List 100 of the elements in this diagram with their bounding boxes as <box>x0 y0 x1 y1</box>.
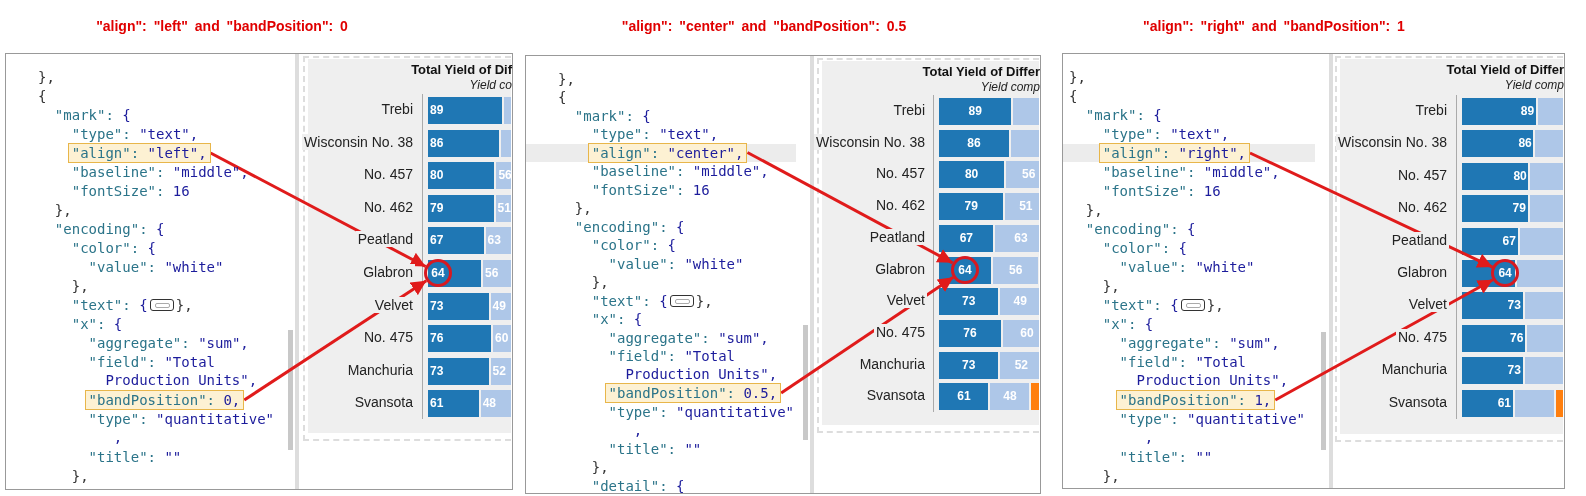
value-label: 48 <box>482 396 496 411</box>
highlight-box: "bandPosition": 1, <box>1115 390 1276 410</box>
code-line: "text": { <box>591 291 668 310</box>
highlight-box: "bandPosition": 0.5, <box>604 383 782 403</box>
value-label: 89 <box>1520 104 1535 118</box>
code-line: "type": "text", <box>71 125 199 143</box>
value-label: 80 <box>1513 168 1527 183</box>
value-label: 79 <box>430 200 444 215</box>
code-line: "baseline": "middle", <box>71 163 249 181</box>
value-label: 51 <box>1019 199 1033 214</box>
code-line: { <box>38 87 47 105</box>
code-line: "fontSize": 16 <box>71 182 190 200</box>
code-line: "field": "Total Production Units", <box>1119 353 1290 389</box>
highlight-box: "bandPosition": 0, <box>84 390 245 410</box>
code-line: "aggregate": "sum", <box>1119 334 1280 352</box>
value-label: 67 <box>1502 233 1516 248</box>
code-line: "type": "quantitative" , <box>608 402 796 439</box>
panel-heading: "align": "left" and "bandPosition": 0 <box>95 18 349 34</box>
category-label: Peatland <box>355 231 415 248</box>
chart-subtitle: Yield comp <box>980 80 1040 94</box>
code-line: }, <box>558 69 575 88</box>
code-line: "x": { <box>71 315 123 333</box>
code-line: }, <box>1069 68 1086 86</box>
code-line: }, <box>695 291 713 310</box>
code-line: "value": "white" <box>608 254 744 273</box>
category-label: Wisconsin No. 38 <box>1336 134 1449 151</box>
code-line: "baseline": "middle", <box>591 162 769 180</box>
value-label: 60 <box>495 331 509 346</box>
value-label: 61 <box>430 396 444 411</box>
value-label: 52 <box>492 363 506 378</box>
value-label: 73 <box>430 298 444 313</box>
chart-title: Total Yield of Dif <box>411 62 512 77</box>
value-label: 63 <box>487 233 501 248</box>
code-line: "mark": { <box>1085 106 1162 124</box>
chart-title: Total Yield of Differ <box>922 64 1040 79</box>
code-line: "encoding": { <box>1085 220 1196 238</box>
code-line: "field": "Total Production Units", <box>88 353 259 389</box>
arrow <box>746 151 954 265</box>
value-label: 73 <box>430 363 444 378</box>
value-label: 48 <box>1003 389 1017 404</box>
category-label: Velvet <box>1406 296 1449 313</box>
value-label: 79 <box>1512 201 1526 216</box>
value-label: 86 <box>967 135 981 150</box>
arrow <box>780 276 955 395</box>
value-label: 73 <box>962 294 976 309</box>
code-line: "type": "quantitative" , <box>88 410 276 446</box>
value-label: 49 <box>1013 294 1027 309</box>
code-line: }, <box>1102 467 1120 485</box>
code-line: "type": "quantitative" , <box>1119 410 1307 446</box>
code-line: }, <box>1206 296 1224 314</box>
code-line: "title": "" <box>1119 448 1213 466</box>
code-line: }, <box>71 467 89 485</box>
arrow <box>1274 278 1494 402</box>
code-line: "value": "white" <box>1119 258 1255 276</box>
value-label: 80 <box>964 167 979 182</box>
value-label: 67 <box>430 233 444 248</box>
chart-title: Total Yield of Differ <box>1446 62 1564 77</box>
value-label: 61 <box>957 389 971 404</box>
value-label: 89 <box>430 103 444 117</box>
code-line: }, <box>71 277 89 295</box>
value-label: 67 <box>959 230 973 245</box>
highlight-circle: 64 <box>1491 259 1520 287</box>
code-line: "fontSize": 16 <box>591 180 710 199</box>
chart-subtitle: Yield comp <box>1504 78 1564 92</box>
code-line: { <box>558 88 567 106</box>
value-label: 73 <box>962 357 976 372</box>
value-label: 61 <box>1497 395 1511 410</box>
value-label: 86 <box>1518 136 1532 151</box>
code-line: }, <box>1102 277 1120 295</box>
highlight-box: "align": "left", <box>67 143 211 163</box>
category-label: Trebi <box>1413 102 1449 118</box>
code-line: "mark": { <box>54 106 131 124</box>
code-line: "field": "Total Production Units", <box>608 347 779 383</box>
value-label: 89 <box>968 104 982 118</box>
code-line: "aggregate": "sum", <box>608 328 769 347</box>
value-label: 73 <box>1507 363 1521 378</box>
value-label: 49 <box>492 298 506 313</box>
code-line: "type": "text", <box>591 125 719 143</box>
code-line: "x": { <box>591 310 643 328</box>
value-label: 76 <box>1510 330 1524 345</box>
code-line: "text": { <box>71 296 148 314</box>
category-label: Glabron <box>361 264 415 280</box>
code-line: }, <box>175 296 193 314</box>
code-line: "value": "white" <box>88 258 224 276</box>
panel-heading: "align": "right" and "bandPosition": 1 <box>1142 18 1406 34</box>
value-label: 56 <box>1021 167 1036 182</box>
highlight-circle: 64 <box>424 259 452 287</box>
code-line: "fontSize": 16 <box>1102 182 1221 200</box>
value-label: 80 <box>430 168 444 183</box>
code-line: }, <box>591 273 609 291</box>
highlight-box: "align": "right", <box>1098 143 1250 163</box>
code-line: "text": { <box>1102 296 1179 314</box>
code-line: "title": "" <box>608 439 702 458</box>
value-label: 60 <box>1020 325 1034 340</box>
code-line: "title": "" <box>88 448 182 466</box>
code-line: "type": "text", <box>1102 125 1230 143</box>
arrow <box>243 279 428 402</box>
code-line: "encoding": { <box>54 220 165 238</box>
code-line: { <box>1069 87 1078 105</box>
code-line: "color": { <box>71 239 156 257</box>
